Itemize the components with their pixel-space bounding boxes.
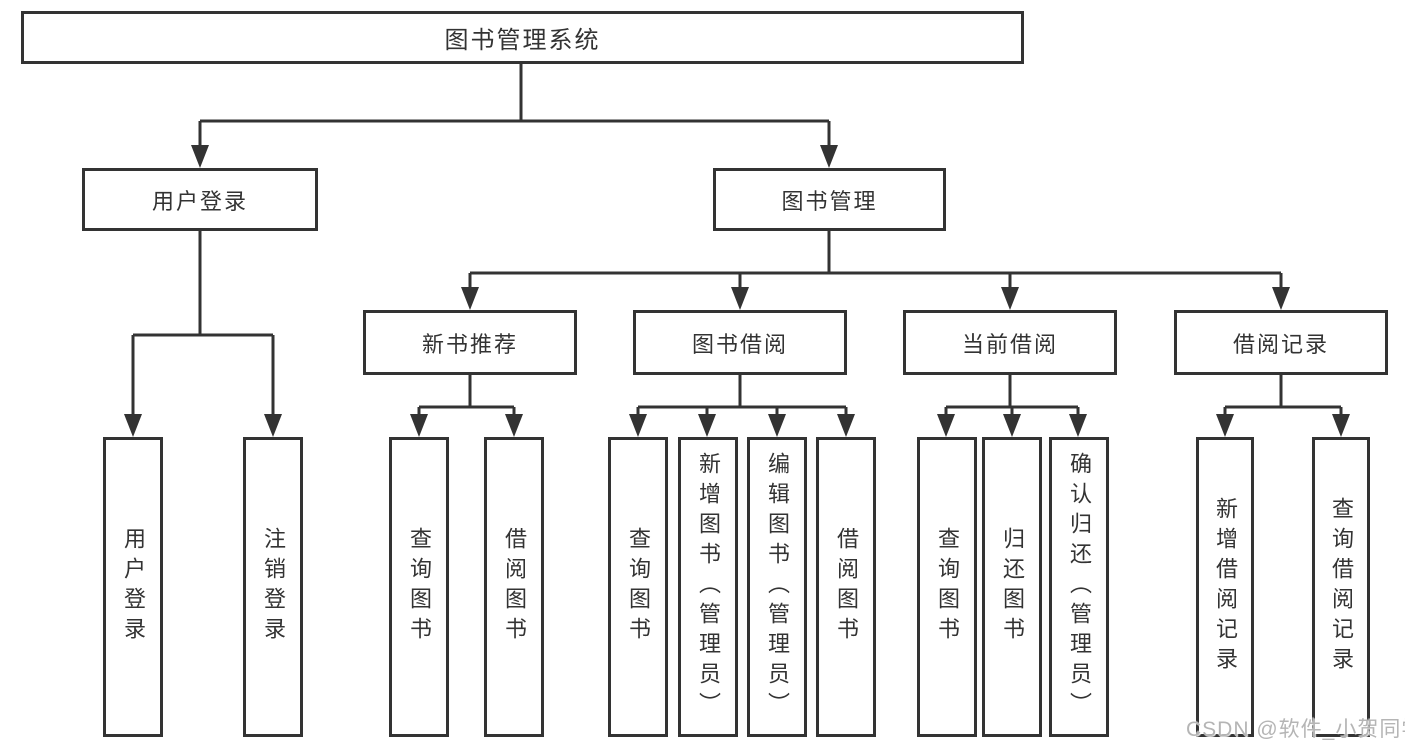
node-leaf-query-books-borrowing: 查询图书	[608, 437, 668, 737]
node-leaf-query-borrow-record-label: 查询借阅记录	[1329, 497, 1354, 677]
node-new-book-recommend: 新书推荐	[363, 310, 577, 375]
node-user-login-label: 用户登录	[151, 188, 248, 214]
node-leaf-query-books-recommend: 查询图书	[389, 437, 449, 737]
node-leaf-logout-label: 注销登录	[261, 527, 286, 647]
node-book-borrowing-label: 图书借阅	[691, 331, 788, 357]
node-root: 图书管理系统	[21, 11, 1024, 64]
node-leaf-user-login-label: 用户登录	[121, 527, 146, 647]
node-leaf-borrow-books-recommend-label: 借阅图书	[502, 527, 527, 647]
node-leaf-user-login: 用户登录	[103, 437, 163, 737]
node-leaf-query-books-current-label: 查询图书	[935, 527, 960, 647]
node-borrowing-records: 借阅记录	[1174, 310, 1388, 375]
node-leaf-logout: 注销登录	[243, 437, 303, 737]
node-new-book-recommend-label: 新书推荐	[421, 331, 518, 357]
node-leaf-borrow-books-recommend: 借阅图书	[484, 437, 544, 737]
node-leaf-borrow-books-borrowing-label: 借阅图书	[834, 527, 859, 647]
node-leaf-query-borrow-record: 查询借阅记录	[1312, 437, 1370, 737]
node-leaf-query-books-borrowing-label: 查询图书	[626, 527, 651, 647]
node-leaf-add-borrow-record-label: 新增借阅记录	[1213, 497, 1238, 677]
node-leaf-return-books: 归还图书	[982, 437, 1042, 737]
watermark: CSDN @软件_小贺同学	[1186, 718, 1405, 741]
node-leaf-add-books-admin-label: 新增图书（管理员）	[696, 452, 721, 722]
node-leaf-query-books-current: 查询图书	[917, 437, 977, 737]
node-book-management-label: 图书管理	[781, 188, 878, 214]
node-leaf-add-books-admin: 新增图书（管理员）	[678, 437, 738, 737]
node-current-borrowing: 当前借阅	[903, 310, 1117, 375]
node-book-management: 图书管理	[713, 168, 946, 231]
node-user-login: 用户登录	[82, 168, 318, 231]
node-leaf-edit-books-admin: 编辑图书（管理员）	[747, 437, 807, 737]
node-leaf-query-books-recommend-label: 查询图书	[407, 527, 432, 647]
node-leaf-return-books-label: 归还图书	[1000, 527, 1025, 647]
node-leaf-edit-books-admin-label: 编辑图书（管理员）	[765, 452, 790, 722]
node-book-borrowing: 图书借阅	[633, 310, 847, 375]
node-leaf-confirm-return-admin: 确认归还（管理员）	[1049, 437, 1109, 737]
node-root-label: 图书管理系统	[444, 27, 601, 54]
node-leaf-borrow-books-borrowing: 借阅图书	[816, 437, 876, 737]
node-borrowing-records-label: 借阅记录	[1232, 331, 1329, 357]
node-leaf-confirm-return-admin-label: 确认归还（管理员）	[1067, 452, 1092, 722]
node-current-borrowing-label: 当前借阅	[961, 331, 1058, 357]
node-leaf-add-borrow-record: 新增借阅记录	[1196, 437, 1254, 737]
